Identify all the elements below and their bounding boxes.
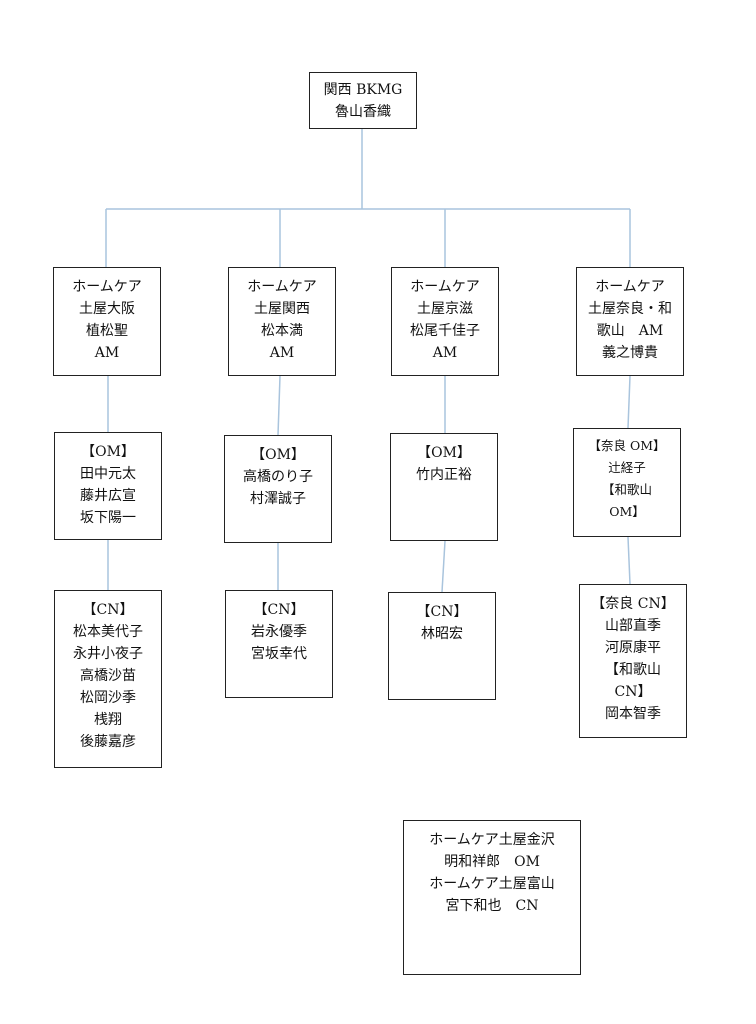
- om-keiji-line-1: 【OM】: [417, 445, 471, 461]
- cn-nara-line-3: 河原康平: [605, 640, 661, 656]
- cn-osaka-line-3: 永井小夜子: [73, 646, 143, 662]
- cn-kansai-line-3: 宮坂幸代: [251, 646, 307, 662]
- other-line-1: ホームケア土屋金沢: [429, 832, 555, 848]
- am-kansai-line-4: AM: [269, 345, 295, 361]
- om-nara-line-2: 辻経子: [608, 460, 646, 475]
- am-nara-line-4: 義之博貴: [602, 345, 658, 361]
- cn-node-kansai: 【CN】 岩永優季 宮坂幸代: [225, 590, 333, 698]
- cn-osaka-line-5: 松岡沙季: [80, 690, 136, 706]
- root-node: 関西 BKMG 魯山香織: [309, 72, 417, 129]
- am-osaka-line-1: ホームケア: [72, 279, 142, 295]
- connector-am-om-2: [277, 375, 281, 436]
- om-node-kansai: 【OM】 高橋のり子 村澤誠子: [224, 435, 332, 543]
- om-kansai-line-3: 村澤誠子: [250, 491, 306, 507]
- other-line-3: ホームケア土屋富山: [429, 876, 555, 892]
- am-osaka-line-2: 土屋大阪: [79, 301, 135, 317]
- cn-osaka-line-4: 高橋沙苗: [80, 668, 136, 684]
- om-nara-line-3: 【和歌山: [601, 482, 652, 497]
- am-osaka-line-4: AM: [94, 345, 120, 361]
- cn-node-keiji: 【CN】 林昭宏: [388, 592, 496, 700]
- om-osaka-line-4: 坂下陽一: [80, 510, 136, 526]
- am-keiji-line-4: AM: [432, 345, 458, 361]
- om-kansai-line-2: 高橋のり子: [243, 469, 313, 485]
- root-line-2: 魯山香織: [335, 104, 391, 120]
- om-node-osaka: 【OM】 田中元太 藤井広宣 坂下陽一: [54, 432, 162, 540]
- am-node-kansai: ホームケア 土屋関西 松本満 AM: [228, 267, 336, 376]
- om-node-keiji: 【OM】 竹内正裕: [390, 433, 498, 541]
- cn-osaka-line-2: 松本美代子: [73, 624, 143, 640]
- cn-nara-line-4: 【和歌山: [605, 662, 661, 678]
- am-keiji-line-1: ホームケア: [410, 279, 480, 295]
- kanazawa-toyama-node: ホームケア土屋金沢 明和祥郎 OM ホームケア土屋富山 宮下和也 CN: [403, 820, 581, 975]
- cn-nara-line-5: CN】: [614, 684, 652, 700]
- cn-kansai-line-2: 岩永優季: [251, 624, 307, 640]
- connector-om-cn-3: [441, 540, 446, 593]
- cn-nara-line-2: 山部直季: [605, 618, 661, 634]
- am-nara-line-3: 歌山 AM: [596, 323, 664, 339]
- cn-osaka-line-7: 後藤嘉彦: [80, 734, 136, 750]
- om-nara-line-4: OM】: [609, 504, 645, 519]
- cn-osaka-line-6: 桟翔: [94, 712, 122, 728]
- cn-node-nara-wakayama: 【奈良 CN】 山部直季 河原康平 【和歌山 CN】 岡本智季: [579, 584, 687, 738]
- om-node-nara-wakayama: 【奈良 OM】 辻経子 【和歌山 OM】: [573, 428, 681, 537]
- connector-am-om-4: [627, 375, 631, 429]
- cn-keiji-line-1: 【CN】: [416, 604, 468, 620]
- am-osaka-line-3: 植松聖: [86, 323, 128, 339]
- other-line-2: 明和祥郎 OM: [444, 854, 540, 870]
- om-osaka-line-2: 田中元太: [80, 466, 136, 482]
- cn-nara-line-6: 岡本智季: [605, 706, 661, 722]
- am-kansai-line-1: ホームケア: [247, 279, 317, 295]
- am-keiji-line-2: 土屋京滋: [417, 301, 473, 317]
- am-kansai-line-2: 土屋関西: [254, 301, 310, 317]
- cn-osaka-line-1: 【CN】: [82, 602, 134, 618]
- other-line-4: 宮下和也 CN: [445, 898, 539, 914]
- om-kansai-line-1: 【OM】: [251, 447, 305, 463]
- am-node-keiji: ホームケア 土屋京滋 松尾千佳子 AM: [391, 267, 499, 376]
- om-nara-line-1: 【奈良 OM】: [588, 438, 666, 453]
- cn-keiji-line-2: 林昭宏: [421, 626, 463, 642]
- am-nara-line-1: ホームケア: [595, 279, 665, 295]
- am-keiji-line-3: 松尾千佳子: [410, 323, 480, 339]
- om-osaka-line-1: 【OM】: [81, 444, 135, 460]
- am-nara-line-2: 土屋奈良・和: [588, 301, 672, 317]
- root-line-1: 関西 BKMG: [323, 82, 403, 98]
- connector-om-cn-4: [627, 536, 631, 585]
- om-osaka-line-3: 藤井広宣: [80, 488, 136, 504]
- am-node-nara-wakayama: ホームケア 土屋奈良・和 歌山 AM 義之博貴: [576, 267, 684, 376]
- am-kansai-line-3: 松本満: [261, 323, 303, 339]
- cn-kansai-line-1: 【CN】: [253, 602, 305, 618]
- cn-node-osaka: 【CN】 松本美代子 永井小夜子 高橋沙苗 松岡沙季 桟翔 後藤嘉彦: [54, 590, 162, 768]
- cn-nara-line-1: 【奈良 CN】: [591, 596, 675, 612]
- om-keiji-line-2: 竹内正裕: [416, 467, 472, 483]
- am-node-osaka: ホームケア 土屋大阪 植松聖 AM: [53, 267, 161, 376]
